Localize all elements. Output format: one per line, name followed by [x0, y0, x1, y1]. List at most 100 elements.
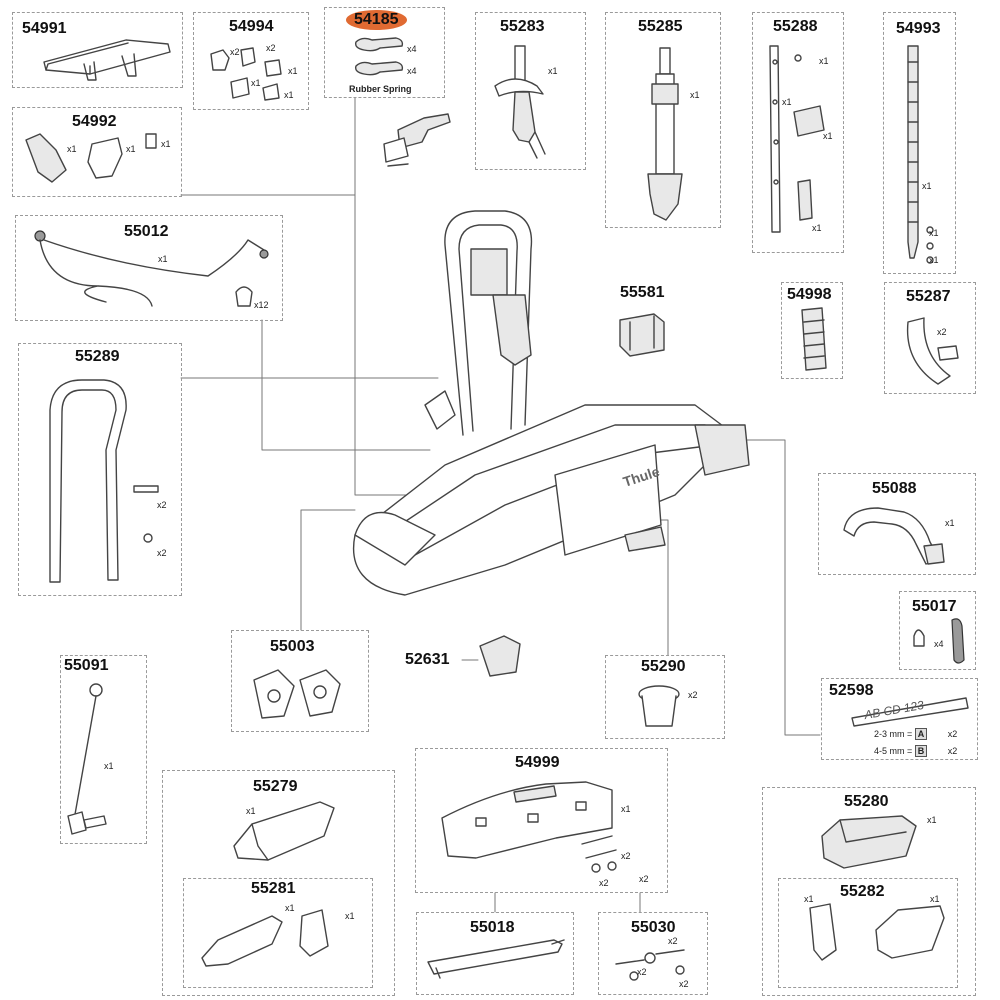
- part-box-55088: [818, 473, 976, 575]
- quantity: x1: [804, 894, 814, 904]
- quantity: x2: [621, 851, 631, 861]
- long-strap-part: [898, 42, 944, 268]
- quantity: x2: [157, 500, 167, 510]
- part-box-55280: [762, 787, 976, 996]
- cable-lock-part: [28, 226, 274, 316]
- spec-key: A: [914, 728, 928, 740]
- part-number: 55280: [844, 793, 889, 810]
- strap-end-part: [796, 306, 832, 374]
- quantity: x2: [947, 729, 958, 739]
- quantity: x1: [621, 804, 631, 814]
- spacer-spec-row-1: 2-3 mm = A x2: [874, 728, 957, 740]
- quantity: x4: [934, 639, 944, 649]
- part-box-55290: [605, 655, 725, 739]
- quantity: x1: [246, 806, 256, 816]
- quantity: x1: [288, 66, 298, 76]
- frame-holder-arm-part: [636, 44, 692, 224]
- part-number: 54994: [229, 18, 274, 35]
- part-box-55279: [162, 770, 395, 996]
- part-number: 55282: [840, 883, 885, 900]
- clip-set-part: [203, 40, 299, 106]
- part-caption: Rubber Spring: [349, 84, 412, 94]
- part-number: 55012: [124, 223, 169, 240]
- quantity: x4: [407, 66, 417, 76]
- wheel-holder-part: [485, 42, 565, 160]
- quantity: x1: [161, 139, 171, 149]
- quantity: x2: [937, 327, 947, 337]
- part-number: 55288: [773, 18, 818, 35]
- spec-label: 4-5 mm =: [874, 746, 913, 756]
- part-number: 54993: [896, 20, 941, 37]
- quantity: x1: [690, 90, 700, 100]
- quantity: x2: [266, 43, 276, 53]
- part-box-55285: [605, 12, 721, 228]
- quantity: x1: [812, 223, 822, 233]
- quantity: x2: [230, 47, 240, 57]
- quantity: x1: [158, 254, 168, 264]
- part-box-55288: [752, 12, 844, 253]
- quantity: x1: [104, 761, 114, 771]
- quantity: x2: [637, 967, 647, 977]
- spec-key: B: [914, 745, 928, 757]
- quantity: x1: [929, 228, 939, 238]
- quantity: x1: [929, 255, 939, 265]
- tab-clip-part: [614, 310, 672, 358]
- cable-clip-part: [908, 616, 972, 666]
- part-box-52598: [821, 678, 978, 760]
- part-box-55287: [884, 282, 976, 394]
- quantity: x12: [254, 300, 269, 310]
- part-number: 55030: [631, 919, 676, 936]
- quantity: x1: [945, 518, 955, 528]
- buckle-set-part: [22, 130, 172, 192]
- quantity: x1: [67, 144, 77, 154]
- part-box-55003: [231, 630, 369, 732]
- wheel-cradle-part: [898, 312, 962, 388]
- quantity: x1: [126, 144, 136, 154]
- part-number: 55018: [470, 919, 515, 936]
- adapter-rail-part: [38, 34, 174, 82]
- spec-label: 2-3 mm =: [874, 729, 913, 739]
- part-number: 55088: [872, 480, 917, 497]
- part-box-54999: [415, 748, 668, 893]
- lens-cover-part: [198, 906, 358, 972]
- spacer-spec-row-2: 4-5 mm = B x2: [874, 745, 957, 757]
- lock-rail-part: [424, 934, 570, 982]
- bike-carrier-assembly: Thule: [325, 205, 755, 615]
- quantity: x1: [782, 97, 792, 107]
- part-number: 55003: [270, 638, 315, 655]
- tail-light-part: [816, 812, 920, 872]
- tilt-handle-part: [38, 370, 172, 590]
- part-number: 55091: [64, 657, 109, 674]
- part-number: 55279: [253, 778, 298, 795]
- part-box-54994: [193, 12, 309, 110]
- part-number: 55285: [638, 18, 683, 35]
- quantity: x2: [688, 690, 698, 700]
- part-box-55289: [18, 343, 182, 596]
- part-box-55017: [899, 591, 976, 670]
- quantity: x1: [251, 78, 261, 88]
- quantity: x1: [819, 56, 829, 66]
- handle-bar-part: [838, 500, 948, 568]
- quantity: x2: [947, 746, 958, 756]
- quantity: x1: [930, 894, 940, 904]
- rubber-spring-part: [352, 34, 408, 80]
- clamp-lever-part: [378, 108, 454, 170]
- quantity: x1: [285, 903, 295, 913]
- part-box-55030: [598, 912, 708, 995]
- part-number: 55581: [620, 284, 665, 301]
- side-cover-part: [228, 796, 342, 866]
- part-number: 55290: [641, 658, 686, 675]
- quantity: x1: [922, 181, 932, 191]
- bolt-set-part: [610, 940, 690, 990]
- part-box-55091: [60, 655, 147, 844]
- part-box-55283: [475, 12, 586, 170]
- end-cap-part: [636, 682, 682, 734]
- part-box-54993: [883, 12, 956, 274]
- part-number: 55283: [500, 18, 545, 35]
- quantity: x2: [639, 874, 649, 884]
- part-number: 55289: [75, 348, 120, 365]
- part-number: 52631: [405, 651, 450, 668]
- part-number: 54992: [72, 113, 117, 130]
- quantity: x2: [668, 936, 678, 946]
